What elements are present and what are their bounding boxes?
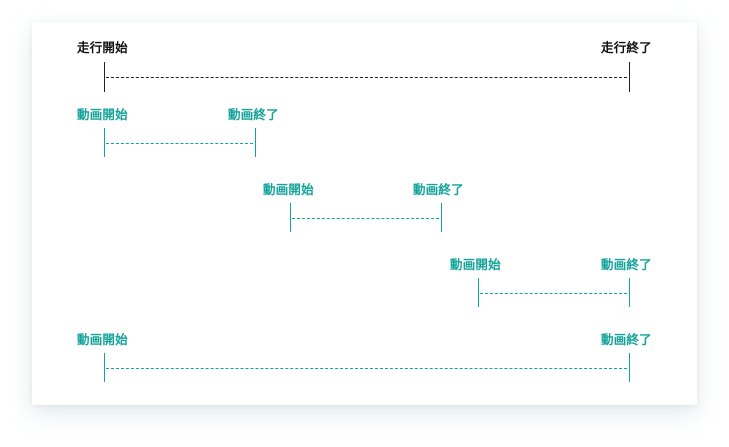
video-2-start-label: 動画開始 <box>263 182 314 197</box>
run-start-tick <box>104 62 105 92</box>
video-3-duration-line <box>480 293 627 294</box>
video-2-end-label: 動画終了 <box>413 182 464 197</box>
video-3-end-label: 動画終了 <box>601 257 652 272</box>
video-4-start-tick <box>104 353 105 382</box>
video-2-start-tick <box>290 203 291 232</box>
video-1-end-tick <box>255 128 256 157</box>
video-3-end-tick <box>629 278 630 307</box>
video-1-start-label: 動画開始 <box>77 107 128 122</box>
video-4-end-tick <box>629 353 630 382</box>
video-1-start-tick <box>104 128 105 157</box>
video-1-duration-line <box>106 143 253 144</box>
video-2-end-tick <box>441 203 442 232</box>
video-4-duration-line <box>106 368 627 369</box>
timeline-card <box>32 22 697 405</box>
video-3-start-label: 動画開始 <box>450 257 501 272</box>
run-start-label: 走行開始 <box>77 40 128 55</box>
video-1-end-label: 動画終了 <box>228 107 279 122</box>
video-2-duration-line <box>292 218 439 219</box>
video-4-start-label: 動画開始 <box>77 332 128 347</box>
video-3-start-tick <box>478 278 479 307</box>
run-end-tick <box>629 62 630 92</box>
run-end-label: 走行終了 <box>601 40 652 55</box>
run-duration-line <box>106 77 627 78</box>
video-4-end-label: 動画終了 <box>601 332 652 347</box>
